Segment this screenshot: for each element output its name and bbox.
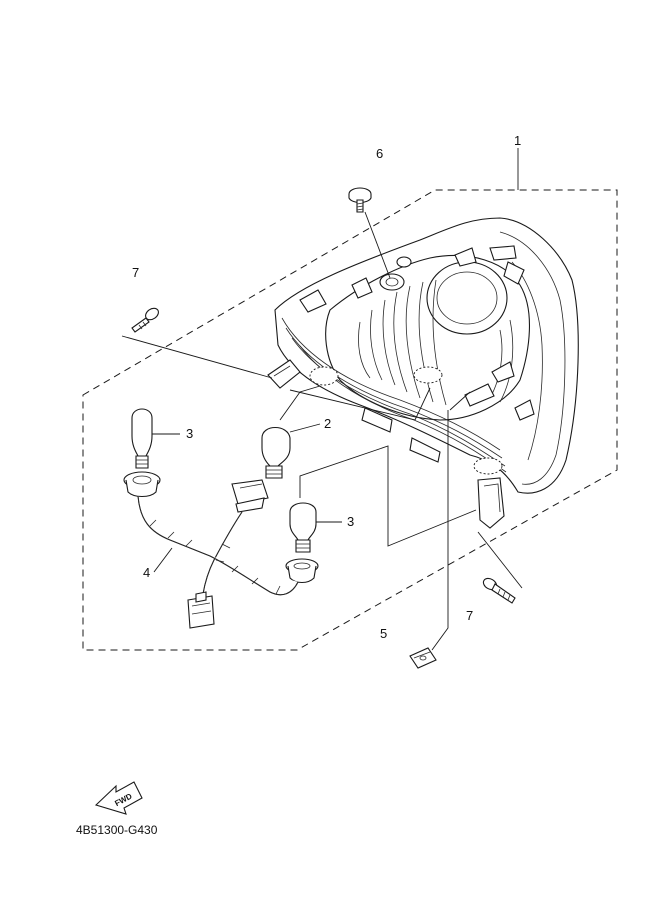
callout-5: 5 [380,626,387,641]
guide-bulb2-center [289,387,431,421]
socket-center [413,366,443,384]
callout-7-left: 7 [132,265,139,280]
callout-3-upper: 3 [186,426,193,441]
fwd-arrow-icon: FWD [94,781,143,815]
bulb-part-3-upper [131,408,153,469]
headlight-housing [267,217,579,529]
leader-5 [431,410,449,651]
socket-lower [473,457,503,475]
leader-6 [364,211,391,279]
leader-2 [289,423,321,433]
socket-part-center [231,479,269,513]
screw-part-7-right [482,577,516,604]
leader-7-left [121,335,273,379]
diagram-code: 4B51300-G430 [76,823,158,837]
nut-clip-part-5 [409,647,437,669]
callout-2: 2 [324,416,331,431]
socket-part-left [123,471,161,498]
callout-7-right: 7 [466,608,473,623]
callout-6: 6 [376,146,383,161]
socket-left [309,366,339,386]
bulb-part-2 [261,426,291,479]
leader-4 [153,547,173,573]
bulb-part-3-lower [289,502,317,553]
wire-harness-part-4 [137,495,299,629]
leader-7-right [477,531,523,589]
screw-part-7-left [131,307,159,333]
socket-part-lower [285,558,319,584]
callout-1: 1 [514,133,521,148]
callout-3-lower: 3 [347,514,354,529]
guide-bulb3-right [449,391,471,411]
assembly-boundary [82,189,618,651]
bolt-part-6 [348,187,372,213]
callout-4: 4 [143,565,150,580]
guide-bulb3-lower [299,445,477,547]
guide-bulb2-socket [279,385,321,421]
